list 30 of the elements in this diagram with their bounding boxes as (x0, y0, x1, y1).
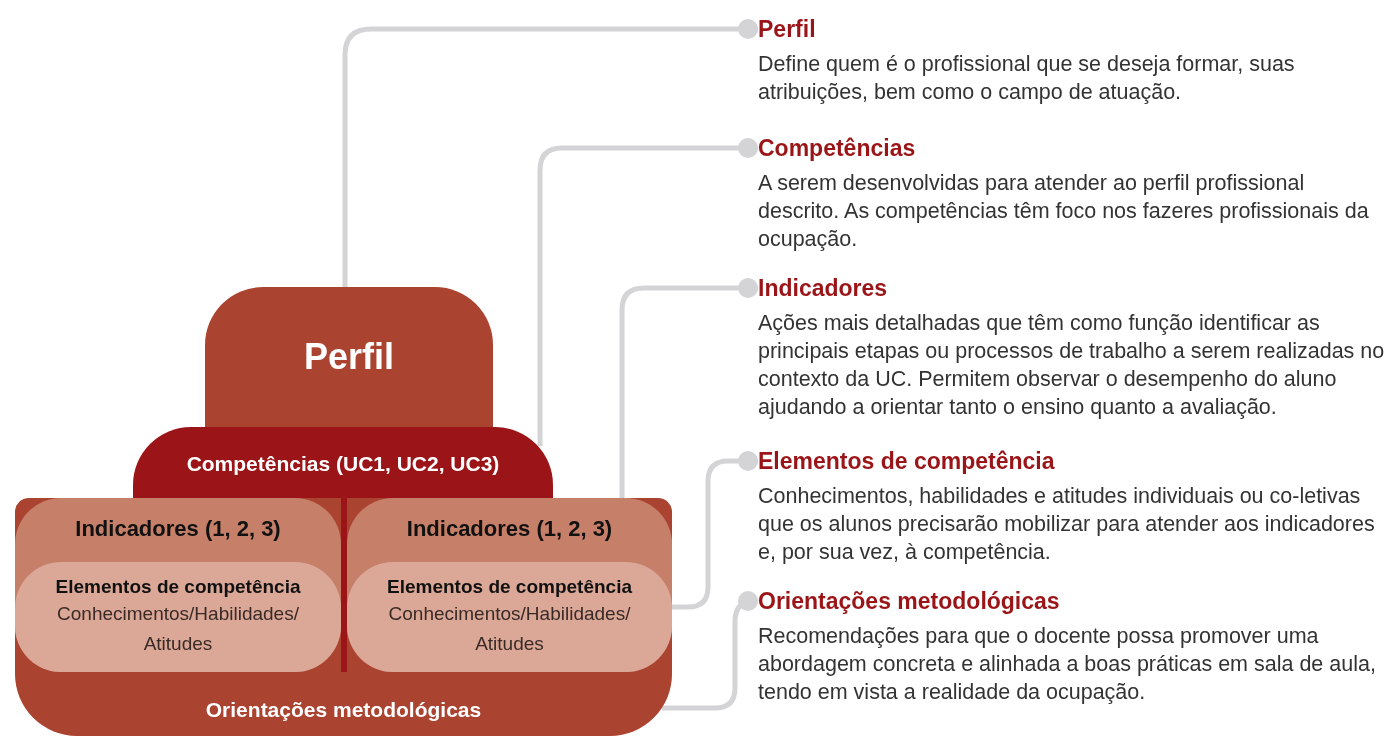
connector-line (662, 591, 758, 711)
rounded-box (15, 498, 672, 736)
connector-line (342, 19, 758, 287)
box-title: Competências (UC1, UC2, UC3) (186, 451, 500, 477)
connector-line (619, 278, 758, 498)
box-title: Indicadores (1, 2, 3) (406, 516, 613, 543)
description-text: Conhecimentos, habilidades e atitudes individuais ou co-letivas que os alunos precisarão mobilizar para atender aos indicadores e, por sua vez, à competência. (758, 483, 1376, 566)
section-heading: Elementos de competência (758, 448, 1055, 474)
box-title: Indicadores (1, 2, 3) (75, 516, 281, 543)
inner-rounded-box (15, 562, 341, 672)
connector-line (672, 451, 758, 610)
connector-line (537, 138, 758, 446)
section-heading: Perfil (758, 16, 816, 42)
box-title: Elementos de competência (387, 576, 632, 599)
box-subtitle: Conhecimentos/Habilidades/ Atitudes (56, 601, 300, 656)
section-heading: Competências (758, 135, 916, 161)
rounded-box (347, 498, 672, 672)
rounded-box (205, 287, 493, 427)
box-subtitle: Conhecimentos/Habilidades/ Atitudes (387, 601, 632, 656)
section-heading: Indicadores (758, 275, 888, 301)
section-heading: Orientações metodológicas (758, 588, 1060, 614)
inner-rounded-box (347, 562, 672, 672)
description-text: A serem desenvolvidas para atender ao perfil profissional descrito. As competências têm foco nos fazeres profissionais da ocupação. (758, 170, 1370, 253)
description-text: Recomendações para que o docente possa promover uma abordagem concreta e alinhada a boas práticas em sala de aula, tendo em vista a realidade da ocupação. (758, 623, 1377, 706)
rounded-box (15, 498, 341, 672)
box-title: Orientações metodológicas (205, 696, 482, 722)
description-text: Define quem é o profissional que se deseja formar, suas atribuições, bem como o campo de atuação. (758, 51, 1296, 106)
box-title: Perfil (303, 335, 394, 379)
description-text: Ações mais detalhadas que têm como função identificar as principais etapas ou processos de trabalho a serem realizadas no contexto da UC. Permitem observar o desempenho do aluno ajudando a orientar tanto o ensino quanto a avaliação. (758, 310, 1386, 421)
box-title: Elementos de competência (55, 576, 301, 599)
